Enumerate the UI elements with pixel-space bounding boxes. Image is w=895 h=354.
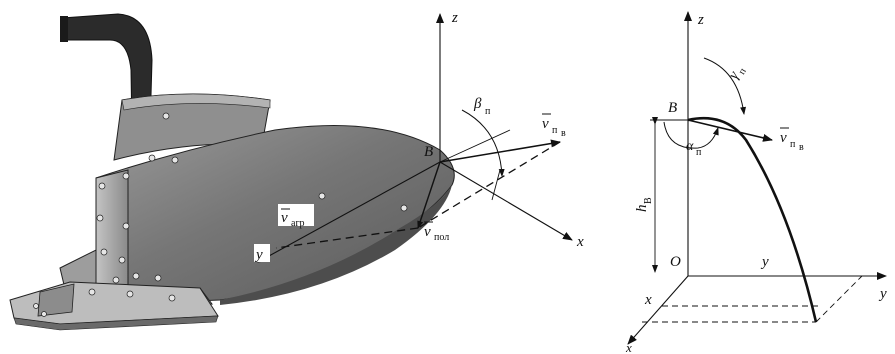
right-vector-label: v п в: [780, 127, 804, 153]
right-vector-v-pv: [687, 119, 773, 142]
vector-v-pv-label: v п в: [542, 113, 566, 139]
left-z-label: z: [451, 10, 458, 26]
gamma-label: γ п: [726, 66, 750, 82]
v-subscript: агр: [291, 218, 305, 229]
projection-dashed-2: [275, 227, 419, 249]
angle-gamma-arc: [703, 57, 747, 115]
origin-o-label: O: [670, 254, 681, 270]
projection-dashed-1: [417, 141, 561, 229]
point-b-label-right: B: [668, 100, 677, 116]
v-subscript: п: [790, 139, 796, 150]
right-x-label-2: x: [625, 340, 632, 354]
v-symbol: v: [424, 224, 431, 240]
vector-v-pol: [417, 161, 441, 229]
angle-alpha-arc: [663, 121, 719, 149]
v-symbol: v: [780, 130, 787, 146]
extension-edge: [121, 93, 271, 111]
beta-ref-tick: [491, 169, 501, 201]
vector-v-pol-label: v пол: [424, 221, 449, 243]
vector-v-agr-label: v агр: [278, 204, 314, 229]
ground-dashed-3: [815, 275, 863, 323]
left-x-axis: [439, 161, 573, 241]
h-subscript: B: [643, 197, 654, 204]
v-subscript: пол: [434, 232, 449, 243]
h-b-label: h B: [634, 197, 654, 212]
v-symbol: v: [281, 210, 288, 226]
beta-ref-line: [439, 129, 511, 163]
curve-y-label: y: [760, 254, 769, 270]
alpha-symbol: α: [686, 139, 694, 154]
left-axes: [257, 13, 573, 263]
point-b-label-left: B: [424, 144, 433, 160]
beam-end-cap: [60, 16, 68, 42]
left-labels: z x y B β п v п в v агр v пол: [254, 10, 584, 263]
v-subsubscript: в: [799, 142, 804, 153]
v-subsubscript: в: [561, 128, 566, 139]
alpha-subscript: п: [696, 147, 702, 158]
share-mount: [37, 283, 75, 317]
rivets: [33, 112, 408, 317]
share-edge: [13, 315, 219, 331]
gamma-subscript: п: [737, 66, 750, 77]
left-x-label: x: [576, 234, 584, 250]
left-y-axis: [257, 161, 441, 263]
vector-v-pv: [439, 139, 561, 163]
beta-symbol: β: [473, 96, 482, 112]
right-figure: [627, 11, 887, 345]
beta-label: β п: [473, 96, 491, 117]
right-x-axis: [627, 275, 689, 345]
beta-subscript: п: [485, 106, 491, 117]
alpha-label: α п: [686, 139, 702, 158]
v-subscript: п: [552, 125, 558, 136]
left-y-label: y: [254, 247, 263, 263]
y-label-bg: [254, 244, 270, 262]
right-labels: z y x x B O y h B α п γ п v п в: [625, 12, 887, 354]
right-y-label: y: [878, 286, 887, 302]
h-symbol: h: [634, 205, 650, 213]
left-vectors: [275, 109, 561, 249]
plough-illustration: [9, 13, 455, 331]
v-symbol: v: [542, 116, 549, 132]
angle-beta-arc: [461, 109, 505, 177]
trajectory-curve: [687, 116, 818, 323]
right-z-label: z: [697, 12, 704, 28]
right-x-label-1: x: [644, 292, 652, 308]
